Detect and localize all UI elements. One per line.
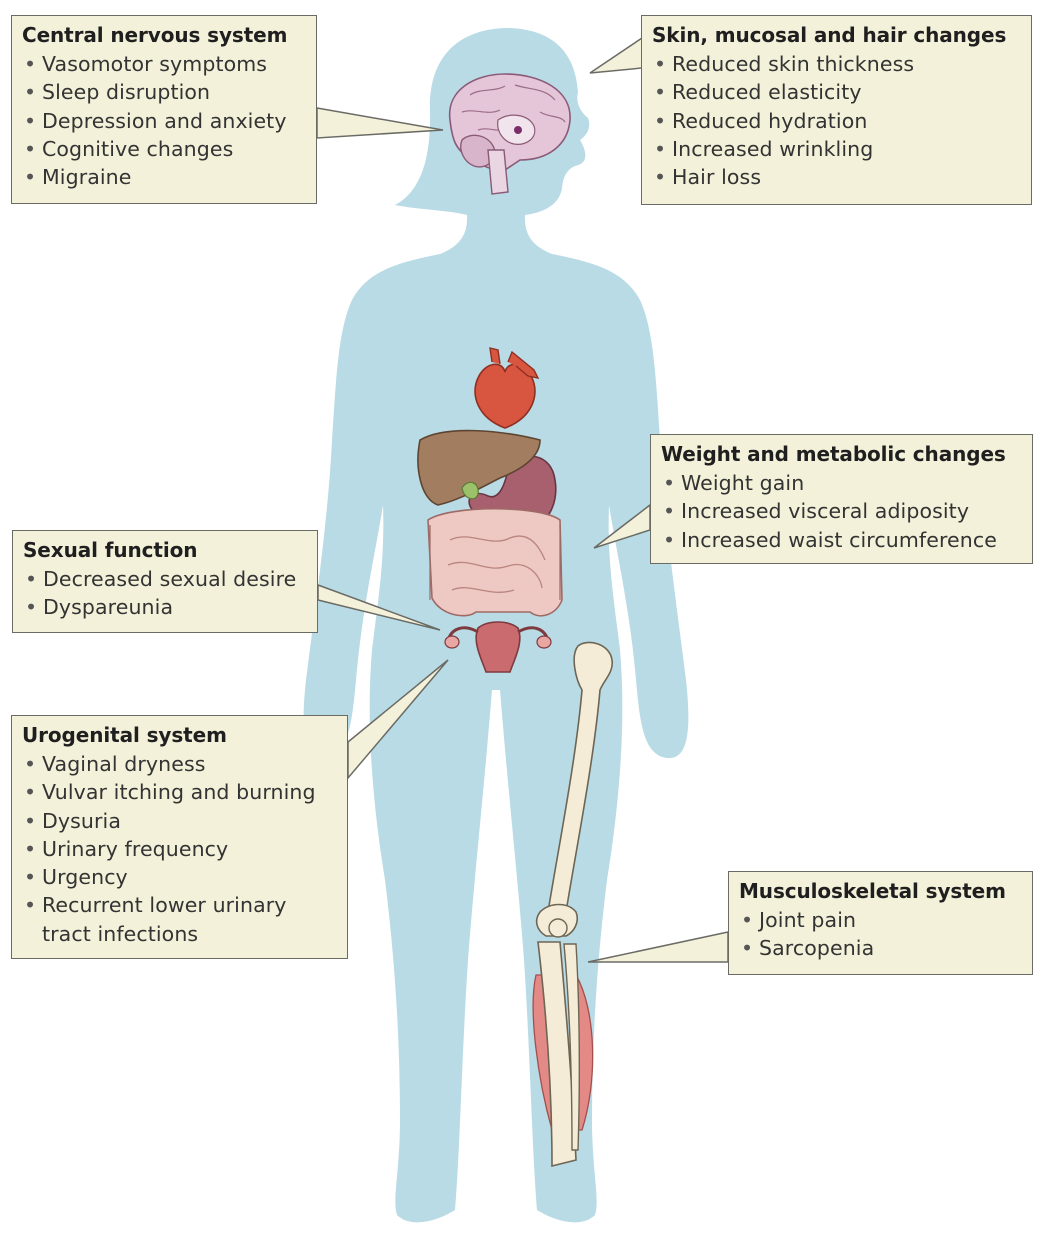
list-item: Weight gain — [661, 469, 1022, 498]
list-item: Sarcopenia — [739, 934, 1022, 963]
uterus-illustration — [444, 621, 552, 673]
symptom-list: Decreased sexual desire Dyspareunia — [23, 565, 307, 622]
callout-musculoskeletal-system: Musculoskeletal system Joint pain Sarcop… — [728, 871, 1033, 975]
callout-title: Urogenital system — [22, 723, 227, 747]
list-item: Decreased sexual desire — [23, 565, 307, 594]
symptom-list: Joint pain Sarcopenia — [739, 906, 1022, 963]
list-item: Reduced skin thickness — [652, 50, 1021, 79]
list-item: Dysuria — [22, 807, 337, 836]
list-item: Migraine — [22, 163, 306, 192]
symptom-list: Weight gain Increased visceral adiposity… — [661, 469, 1022, 554]
list-item: Increased wrinkling — [652, 135, 1021, 164]
list-item: Vulvar itching and burning — [22, 778, 337, 807]
list-item: Urgency — [22, 863, 337, 892]
symptom-list: Vasomotor symptoms Sleep disruption Depr… — [22, 50, 306, 192]
list-item: Reduced hydration — [652, 107, 1021, 136]
callout-title: Sexual function — [23, 538, 198, 562]
pointer-sexual — [317, 583, 441, 631]
list-item: Recurrent lower urinary tract infections — [22, 891, 337, 948]
callout-title: Weight and metabolic changes — [661, 442, 1006, 466]
callout-title: Central nervous system — [22, 23, 288, 47]
pointer-skin — [589, 36, 643, 74]
list-item: Vasomotor symptoms — [22, 50, 306, 79]
list-item: Depression and anxiety — [22, 107, 306, 136]
list-item: Cognitive changes — [22, 135, 306, 164]
callout-sexual-function: Sexual function Decreased sexual desire … — [12, 530, 318, 633]
callout-central-nervous-system: Central nervous system Vasomotor symptom… — [11, 15, 317, 204]
callout-skin-mucosal-hair: Skin, mucosal and hair changes Reduced s… — [641, 15, 1032, 205]
pointer-cns — [316, 107, 444, 139]
list-item: Joint pain — [739, 906, 1022, 935]
list-item: Hair loss — [652, 163, 1021, 192]
callout-urogenital-system: Urogenital system Vaginal dryness Vulvar… — [11, 715, 348, 959]
heart-illustration — [474, 347, 540, 429]
leg-bone-illustration — [532, 641, 614, 1168]
callout-weight-metabolic: Weight and metabolic changes Weight gain… — [650, 434, 1033, 564]
liver-illustration — [417, 429, 541, 506]
callout-pointers — [316, 36, 729, 963]
list-item: Vaginal dryness — [22, 750, 337, 779]
list-item: Dyspareunia — [23, 593, 307, 622]
pointer-urogenital — [347, 659, 449, 781]
intestine-illustration — [427, 507, 563, 617]
list-item: Urinary frequency — [22, 835, 337, 864]
list-item: Sleep disruption — [22, 78, 306, 107]
symptom-list: Reduced skin thickness Reduced elasticit… — [652, 50, 1021, 192]
list-item: Increased visceral adiposity — [661, 497, 1022, 526]
callout-title: Skin, mucosal and hair changes — [652, 23, 1007, 47]
list-item: Increased waist circumference — [661, 526, 1022, 555]
brain-illustration — [448, 73, 571, 195]
callout-title: Musculoskeletal system — [739, 879, 1006, 903]
pointer-musculoskeletal — [587, 931, 729, 963]
list-item: Reduced elasticity — [652, 78, 1021, 107]
symptom-list: Vaginal dryness Vulvar itching and burni… — [22, 750, 337, 948]
